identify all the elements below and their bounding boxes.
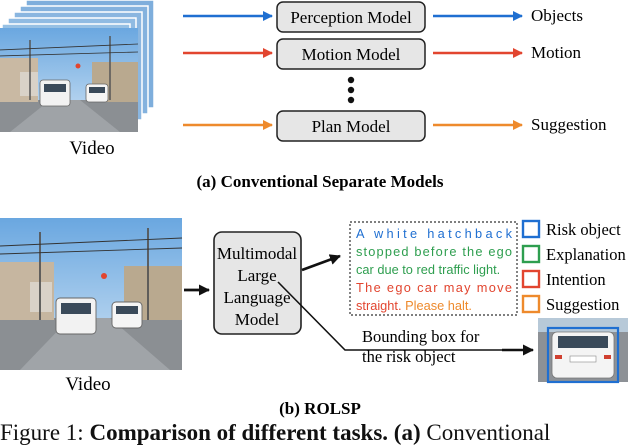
motion-model-label: Motion Model [302,45,401,64]
output-objects: Objects [531,6,583,25]
response-line-5: straight. Please halt. [356,298,472,313]
bbox-label-line-2: the risk object [362,347,456,366]
risk-object-crop [538,318,628,384]
output-suggestion: Suggestion [531,115,607,134]
figure-caption-bold: Comparison of different tasks. [89,420,389,445]
video-frame-b [0,218,183,370]
response-line-2: stopped before the ego [356,244,512,259]
llm-line-2: Large [237,266,276,285]
legend-swatch-intention [521,269,541,289]
figure-caption: Figure 1: Comparison of different tasks.… [0,418,640,448]
bbox-label-line-1: Bounding box for [362,327,480,346]
video-label-a: Video [69,138,114,159]
response-line-3b: red traffic light. [416,262,500,277]
legend-swatch-risk-object [521,219,541,239]
perception-model-box [276,1,426,33]
response-line-3a: car due to [356,262,413,277]
llm-line-4: Model [235,310,280,329]
legend-label-suggestion: Suggestion [546,295,619,314]
motion-model-box [276,38,426,70]
plan-model-box [276,110,426,142]
video-frames-stack [0,0,155,133]
legend-label-explanation: Explanation [546,245,626,264]
legend-label-intention: Intention [546,270,606,289]
response-line-5b: Please halt. [405,298,472,313]
figure: Video Perception Model Motion Model Plan… [0,0,628,418]
legend-swatch-suggestion [521,294,541,314]
figure-caption-rest: Conventional [426,420,551,445]
caption-a: (a) Conventional Separate Models [197,172,444,191]
response-line-4: The ego car may move [356,280,512,295]
response-text-box [349,221,518,316]
plan-model-label: Plan Model [312,117,391,136]
response-line-1: A white hatchback [356,226,513,241]
panel-b: Video Multimodal Large Language Model A … [0,218,628,418]
risk-object-bbox [546,326,620,384]
caption-b: (b) ROLSP [279,399,361,418]
output-motion: Motion [531,43,582,62]
legend: Risk object Explanation Intention Sugges… [521,219,626,314]
llm-box [213,231,302,335]
panel-a: Video Perception Model Motion Model Plan… [0,0,607,191]
video-frame-front [0,28,139,132]
llm-line-1: Multimodal [217,244,298,263]
response-line-5a: straight. [356,298,402,313]
llm-line-3: Language [223,288,290,307]
legend-swatch-explanation [521,244,541,264]
legend-label-risk-object: Risk object [546,220,621,239]
figure-caption-bold-a: (a) [393,420,421,445]
arrow-llm-to-text [301,254,341,272]
connector-llm-to-bbox [277,281,504,351]
figure-caption-prefix: Figure 1: [0,420,84,445]
ellipsis-dots [347,76,355,104]
response-line-3: car due to red traffic light. [356,262,500,277]
perception-model-label: Perception Model [290,8,412,27]
video-label-b: Video [65,374,110,395]
